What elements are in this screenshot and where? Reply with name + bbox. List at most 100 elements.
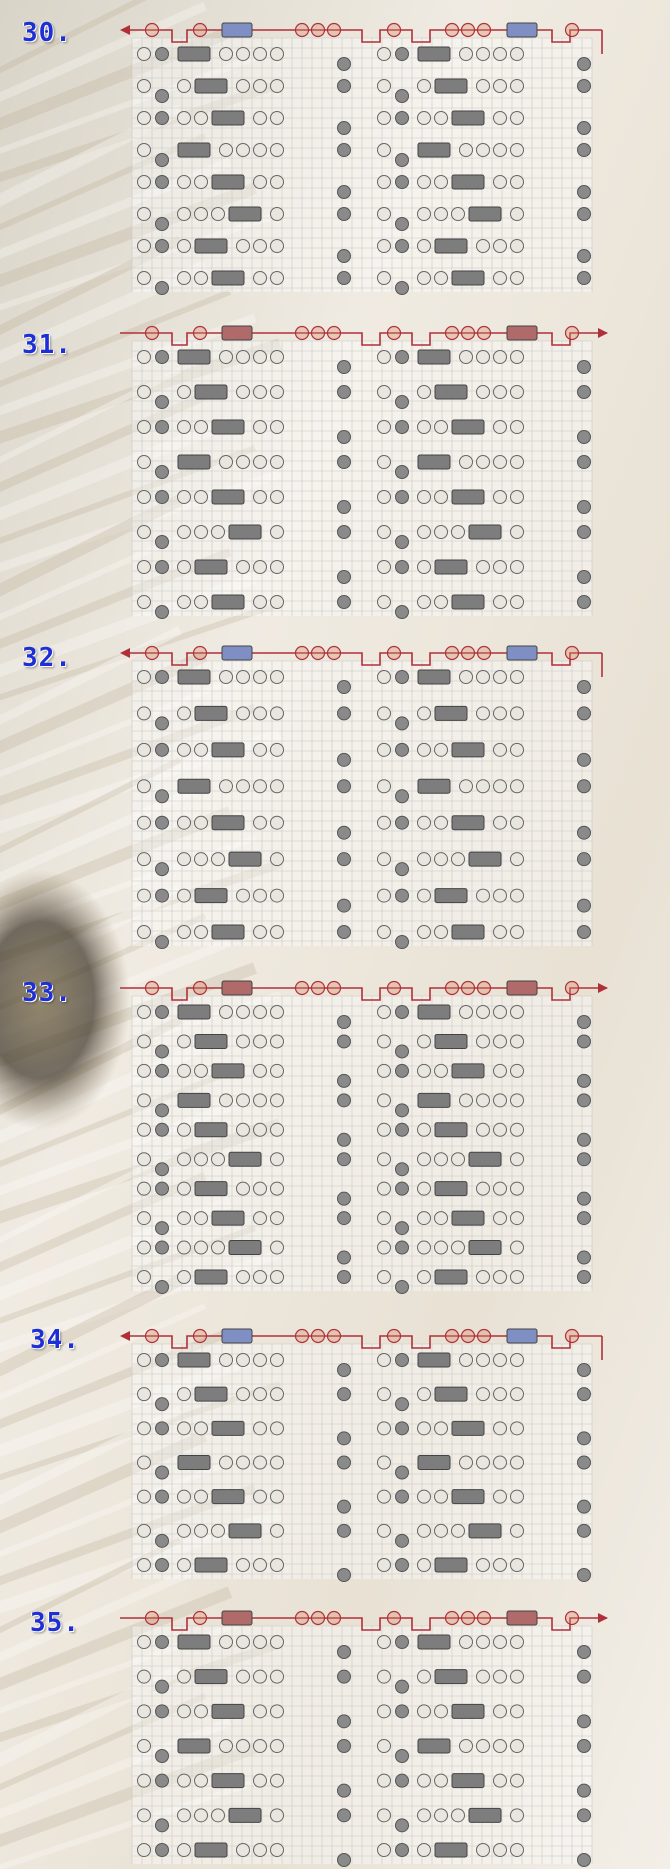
- seed-bead: [511, 1844, 524, 1857]
- seed-bead: [254, 1670, 267, 1683]
- seed-bead: [511, 1354, 524, 1367]
- dark-bead: [578, 1364, 591, 1377]
- seed-bead: [378, 816, 391, 829]
- seed-bead: [271, 743, 284, 756]
- dark-bead: [156, 1064, 169, 1077]
- seed-bead: [195, 1490, 208, 1503]
- seed-bead: [138, 816, 151, 829]
- seed-bead: [494, 1490, 507, 1503]
- seed-bead: [511, 208, 524, 221]
- seed-bead: [418, 208, 431, 221]
- seed-bead: [138, 1740, 151, 1753]
- seed-bead: [254, 1705, 267, 1718]
- active-bead: [312, 647, 325, 660]
- bugle-bead: [195, 1034, 227, 1048]
- active-bead: [312, 24, 325, 37]
- seed-bead: [511, 1153, 524, 1166]
- seed-bead: [138, 1559, 151, 1572]
- seed-bead: [237, 1006, 250, 1019]
- seed-bead: [271, 1064, 284, 1077]
- seed-bead: [178, 1670, 191, 1683]
- seed-bead: [195, 1212, 208, 1225]
- seed-bead: [237, 1456, 250, 1469]
- seed-bead: [254, 386, 267, 399]
- seed-bead: [195, 1524, 208, 1537]
- seed-bead: [477, 780, 490, 793]
- dark-bead: [396, 1844, 409, 1857]
- seed-bead: [460, 456, 473, 469]
- seed-bead: [511, 1006, 524, 1019]
- seed-bead: [494, 1035, 507, 1048]
- bugle-bead: [452, 1704, 484, 1718]
- active-bead: [146, 327, 159, 340]
- seed-bead: [511, 1740, 524, 1753]
- dark-bead: [156, 1241, 169, 1254]
- dark-bead: [578, 1271, 591, 1284]
- dark-bead: [156, 466, 169, 479]
- seed-bead: [418, 526, 431, 539]
- seed-bead: [378, 526, 391, 539]
- seed-bead: [378, 386, 391, 399]
- seed-bead: [494, 561, 507, 574]
- seed-bead: [237, 80, 250, 93]
- seed-bead: [271, 1123, 284, 1136]
- step-number-label: 34.: [30, 1325, 80, 1355]
- active-bead: [566, 327, 579, 340]
- dark-bead: [578, 1569, 591, 1582]
- dark-bead: [338, 1094, 351, 1107]
- dark-bead: [338, 1016, 351, 1029]
- dark-bead: [156, 936, 169, 949]
- seed-bead: [494, 1456, 507, 1469]
- seed-bead: [271, 780, 284, 793]
- bugle-bead: [452, 490, 484, 504]
- dark-bead: [396, 1398, 409, 1411]
- bugle-bead: [229, 852, 261, 866]
- seed-bead: [178, 1123, 191, 1136]
- seed-bead: [178, 1271, 191, 1284]
- dark-bead: [156, 1006, 169, 1019]
- seed-bead: [494, 1182, 507, 1195]
- dark-bead: [578, 1740, 591, 1753]
- seed-bead: [195, 491, 208, 504]
- dark-bead: [578, 526, 591, 539]
- seed-bead: [178, 1844, 191, 1857]
- seed-bead: [418, 1844, 431, 1857]
- dark-bead: [338, 501, 351, 514]
- seed-bead: [418, 596, 431, 609]
- bugle-bead: [212, 595, 244, 609]
- seed-bead: [435, 1212, 448, 1225]
- seed-bead: [460, 1636, 473, 1649]
- seed-bead: [254, 112, 267, 125]
- dark-bead: [338, 1074, 351, 1087]
- seed-bead: [511, 240, 524, 253]
- seed-bead: [477, 1006, 490, 1019]
- seed-bead: [195, 208, 208, 221]
- seed-bead: [452, 208, 465, 221]
- seed-bead: [195, 1153, 208, 1166]
- arrow-right-icon: [598, 983, 608, 993]
- seed-bead: [511, 1490, 524, 1503]
- seed-bead: [418, 561, 431, 574]
- bugle-bead: [212, 490, 244, 504]
- dark-bead: [396, 240, 409, 253]
- active-bead: [446, 327, 459, 340]
- seed-bead: [511, 491, 524, 504]
- seed-bead: [477, 671, 490, 684]
- seed-bead: [494, 1422, 507, 1435]
- active-bead: [446, 24, 459, 37]
- seed-bead: [477, 80, 490, 93]
- dark-bead: [396, 1705, 409, 1718]
- bugle-bead: [195, 889, 227, 903]
- dark-bead: [338, 1715, 351, 1728]
- seed-bead: [418, 272, 431, 285]
- seed-bead: [511, 526, 524, 539]
- dark-bead: [578, 1809, 591, 1822]
- seed-bead: [212, 1153, 225, 1166]
- arrow-right-icon: [598, 1613, 608, 1623]
- seed-bead: [138, 1388, 151, 1401]
- seed-bead: [271, 48, 284, 61]
- seed-bead: [178, 1388, 191, 1401]
- active-bead: [194, 327, 207, 340]
- dark-bead: [338, 571, 351, 584]
- seed-bead: [435, 1422, 448, 1435]
